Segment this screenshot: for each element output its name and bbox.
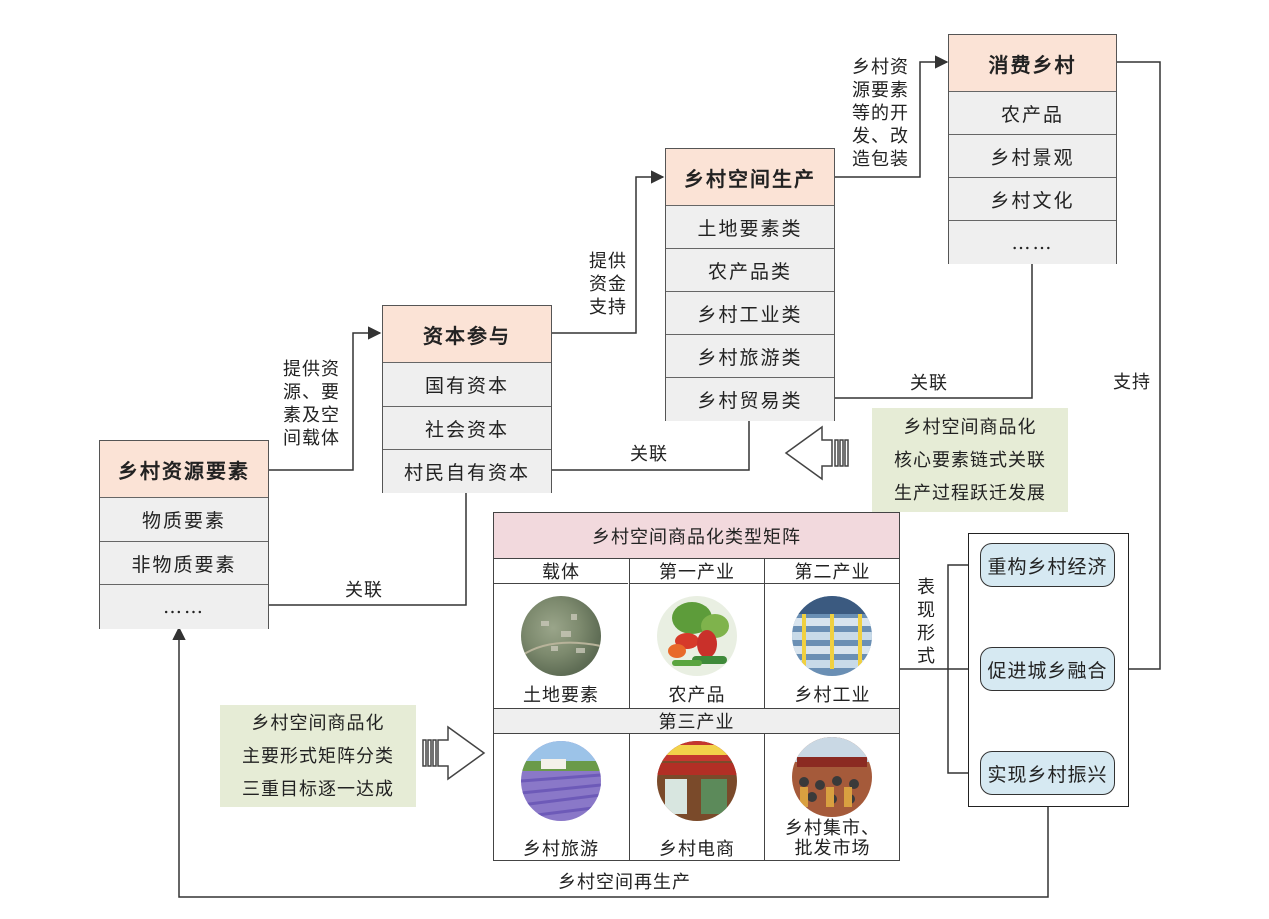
matrix-cell-market: 乡村集市、 批发市场 <box>764 734 900 860</box>
consumption-item-culture: 乡村文化 <box>949 177 1116 220</box>
vegetables-image <box>657 596 737 676</box>
matrix-header-carrier: 载体 <box>494 559 628 584</box>
factory-image <box>792 596 872 676</box>
matrix-label-agri: 农产品 <box>668 685 726 706</box>
callout-matrix-goals: 乡村空间商品化 主要形式矩阵分类 三重目标逐一达成 <box>220 705 416 807</box>
link-line-2 <box>551 420 750 471</box>
hollow-arrow-left <box>784 425 849 481</box>
production-item-industry: 乡村工业类 <box>666 291 834 334</box>
hollow-arrow-right <box>422 725 486 781</box>
matrix-cell-land: 土地要素 <box>494 584 628 708</box>
arrow-reproduction <box>172 626 1049 898</box>
matrix-cell-industry: 乡村工业 <box>764 584 900 708</box>
label-support: 支持 <box>1113 372 1151 393</box>
link-line-1 <box>268 492 467 606</box>
label-link-2: 关联 <box>630 444 668 465</box>
consumption-item-more: …… <box>949 220 1116 264</box>
goal-urban-rural-integration: 促进城乡融合 <box>980 647 1115 691</box>
resource-item-nonmaterial: 非物质要素 <box>100 541 268 584</box>
consumption-item-landscape: 乡村景观 <box>949 134 1116 177</box>
matrix-cell-tourism: 乡村旅游 <box>494 734 628 860</box>
matrix-cell-agri: 农产品 <box>629 584 764 708</box>
goal-rebuild-economy: 重构乡村经济 <box>980 543 1115 587</box>
capital-item-villager: 村民自有资本 <box>383 449 551 493</box>
arrow-resource-to-capital <box>268 326 382 471</box>
production-item-trade: 乡村贸易类 <box>666 377 834 421</box>
resource-box-title: 乡村资源要素 <box>100 441 268 497</box>
arrow-capital-to-production <box>551 170 665 334</box>
matrix-label-ecommerce: 乡村电商 <box>659 839 735 860</box>
capital-item-state: 国有资本 <box>383 362 551 406</box>
resource-item-more: …… <box>100 584 268 629</box>
capital-box: 资本参与 国有资本 社会资本 村民自有资本 <box>382 305 552 493</box>
production-item-land: 土地要素类 <box>666 205 834 248</box>
matrix-label-land: 土地要素 <box>523 685 599 706</box>
resource-box: 乡村资源要素 物质要素 非物质要素 …… <box>99 440 269 629</box>
production-box-title: 乡村空间生产 <box>666 149 834 205</box>
label-link-3: 关联 <box>910 373 948 394</box>
consumption-box: 消费乡村 农产品 乡村景观 乡村文化 …… <box>948 34 1117 264</box>
label-link-1: 关联 <box>345 580 383 601</box>
arrow-support <box>1114 61 1161 676</box>
matrix-label-market: 乡村集市、 批发市场 <box>785 818 880 859</box>
consumption-item-products: 农产品 <box>949 91 1116 134</box>
production-item-tourism: 乡村旅游类 <box>666 334 834 377</box>
label-form: 表 现 形 式 <box>917 577 935 667</box>
capital-item-social: 社会资本 <box>383 406 551 449</box>
matrix-tertiary-header: 第三产业 <box>494 708 899 734</box>
label-provide-resources: 提供资 源、要 素及空 间载体 <box>283 359 340 449</box>
goal-bracket <box>947 564 980 774</box>
matrix-title: 乡村空间商品化类型矩阵 <box>494 513 899 559</box>
label-provide-funds: 提供 资金 支持 <box>589 251 627 318</box>
goal-rural-revitalization: 实现乡村振兴 <box>980 751 1115 795</box>
label-develop: 乡村资 源要素 等的开 发、改 造包装 <box>852 57 909 170</box>
matrix-cell-ecommerce: 乡村电商 <box>629 734 764 860</box>
link-line-3 <box>834 263 1033 399</box>
land-aerial-image <box>521 596 601 676</box>
lavender-field-image <box>521 741 601 821</box>
shop-front-image <box>657 741 737 821</box>
matrix-header-primary: 第一产业 <box>629 559 764 584</box>
type-matrix: 乡村空间商品化类型矩阵 载体 第一产业 第二产业 土地要素 农产品 乡村工业 第… <box>493 512 900 861</box>
resource-item-material: 物质要素 <box>100 497 268 541</box>
matrix-header-secondary: 第二产业 <box>764 559 900 584</box>
arrow-production-to-consumption <box>834 55 949 178</box>
market-crowd-image <box>792 737 872 817</box>
matrix-label-tourism: 乡村旅游 <box>523 839 599 860</box>
production-box: 乡村空间生产 土地要素类 农产品类 乡村工业类 乡村旅游类 乡村贸易类 <box>665 148 835 421</box>
matrix-label-industry: 乡村工业 <box>794 685 871 706</box>
production-item-agri: 农产品类 <box>666 248 834 291</box>
consumption-box-title: 消费乡村 <box>949 35 1116 91</box>
callout-core-chain: 乡村空间商品化 核心要素链式关联 生产过程跃迁发展 <box>872 408 1068 512</box>
capital-box-title: 资本参与 <box>383 306 551 362</box>
label-reproduction: 乡村空间再生产 <box>558 872 691 893</box>
